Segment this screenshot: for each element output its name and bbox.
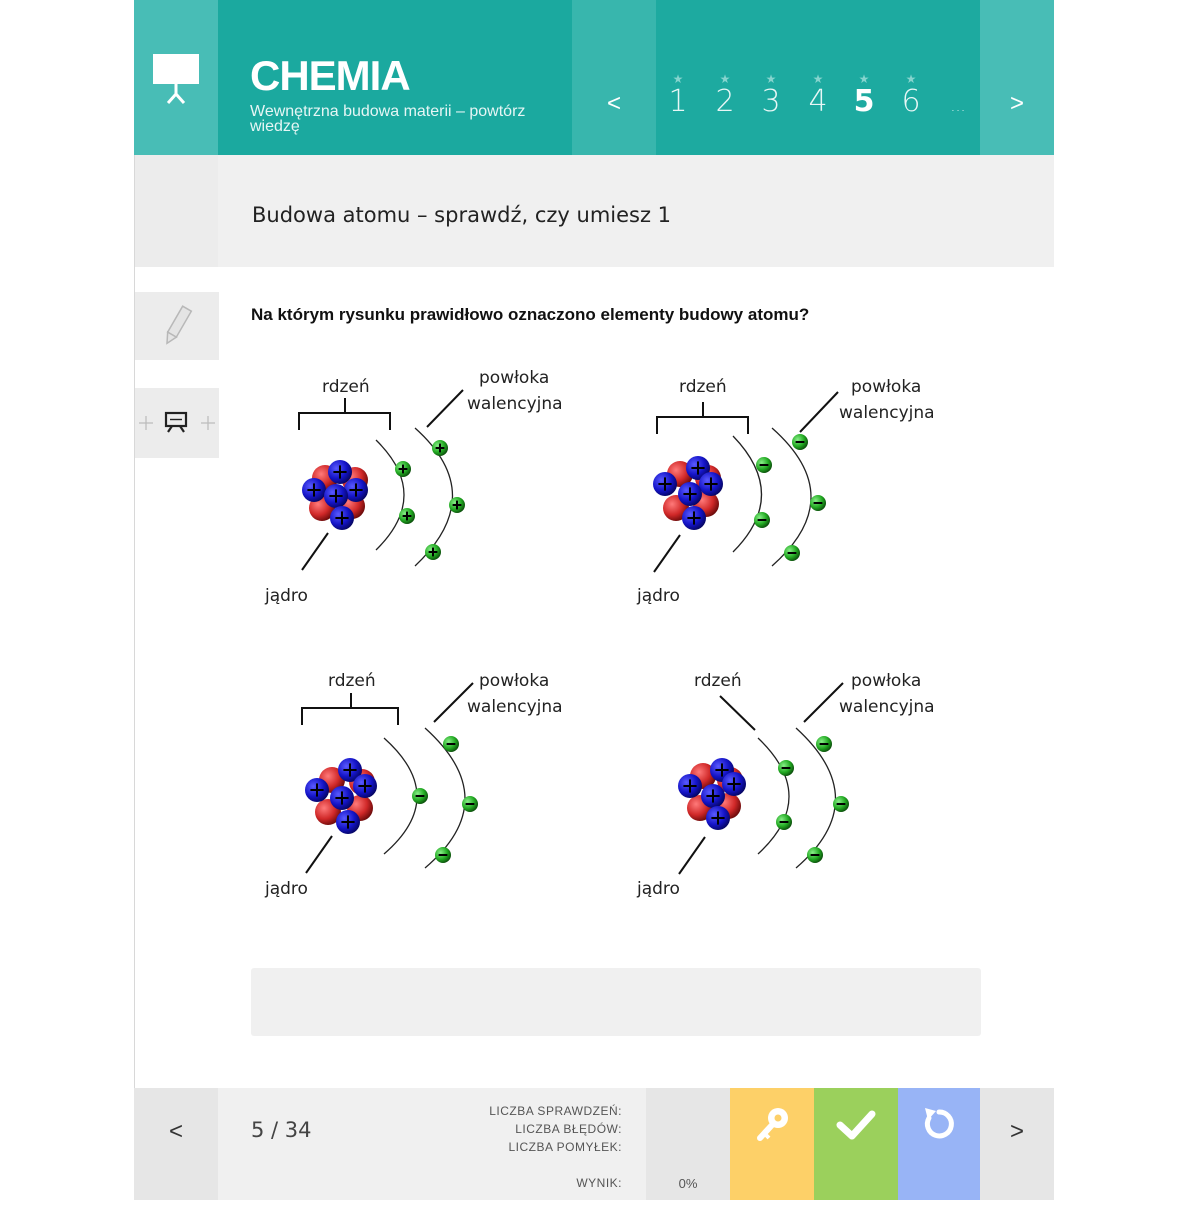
core-pointer <box>719 695 756 731</box>
move-right-icon <box>201 416 215 430</box>
label-shell: powłoka <box>851 671 921 691</box>
footer: < 5 / 34 LICZBA SPRAWDZEŃ: LICZBA BŁĘDÓW… <box>134 1088 1054 1200</box>
key-icon <box>757 1108 788 1141</box>
label-shell-valence: walencyjna <box>839 697 935 717</box>
checks-count-label: LICZBA SPRAWDZEŃ: <box>489 1104 622 1118</box>
electrons <box>395 440 465 560</box>
answer-feedback-box <box>251 968 981 1036</box>
electrons <box>754 434 826 561</box>
figure-4[interactable]: rdzeń powłoka walencyjna jądro <box>636 671 935 899</box>
label-core: rdzeń <box>679 377 727 397</box>
pencil-icon <box>166 305 193 345</box>
chevron-right-icon: > <box>1009 1118 1024 1145</box>
shell-pointer <box>433 682 474 723</box>
label-shell-valence: walencyjna <box>467 697 563 717</box>
shell-pointer <box>799 391 839 433</box>
inner-shell <box>757 737 790 855</box>
label-shell: powłoka <box>479 671 549 691</box>
app-subtitle: Wewnętrzna budowa materii – powtórz wied… <box>250 103 526 135</box>
inner-shell <box>375 439 405 551</box>
reset-icon <box>924 1108 954 1139</box>
label-nucleus: jądro <box>636 879 680 899</box>
star-icon: ★ <box>719 72 731 86</box>
rail-spacer <box>135 155 219 267</box>
move-left-icon <box>139 416 153 430</box>
label-shell: powłoka <box>851 377 921 397</box>
score-column: 0% <box>646 1088 730 1200</box>
label-core: rdzeń <box>322 377 370 397</box>
figure-3[interactable]: rdzeń powłoka walencyjna jądro <box>264 671 563 899</box>
electrons <box>412 736 478 863</box>
figure-1[interactable]: rdzeń powłoka walencyjna jądro <box>264 368 563 606</box>
header-prev-button[interactable]: < <box>572 0 656 155</box>
label-core: rdzeń <box>328 671 376 691</box>
electrons <box>776 736 849 863</box>
show-answer-button[interactable] <box>730 1088 814 1200</box>
page-link-5-active[interactable]: 5 <box>853 84 875 119</box>
figure-2[interactable]: rdzeń powłoka walencyjna jądro <box>636 377 935 606</box>
star-icon: ★ <box>812 72 824 86</box>
nucleus-pointer <box>653 534 681 573</box>
label-shell: powłoka <box>479 368 549 388</box>
next-exercise-button[interactable]: > <box>980 1088 1054 1200</box>
star-icon: ★ <box>765 72 777 86</box>
nucleus-pointer <box>678 836 706 875</box>
page-link-2[interactable]: 2 <box>715 84 735 119</box>
question-text: Na którym rysunku prawidłowo oznaczono e… <box>251 305 810 324</box>
section-title: Budowa atomu – sprawdź, czy umiesz 1 <box>252 203 672 227</box>
star-icon: ★ <box>905 72 917 86</box>
chevron-right-icon: > <box>1009 90 1024 117</box>
inner-shell <box>732 435 762 553</box>
label-nucleus: jądro <box>636 586 680 606</box>
app-title: CHEMIA <box>250 52 411 99</box>
star-icon: ★ <box>858 72 870 86</box>
nucleus-pointer <box>301 532 329 571</box>
page-link-1[interactable]: 1 <box>668 84 688 119</box>
shell-pointer <box>426 389 464 428</box>
prev-exercise-button[interactable]: < <box>134 1088 218 1200</box>
screen-icon <box>164 411 188 433</box>
presentation-icon[interactable] <box>134 0 218 155</box>
label-core: rdzeń <box>694 671 742 691</box>
label-nucleus: jądro <box>264 586 308 606</box>
page-counter: 5 / 34 <box>251 1118 312 1142</box>
header-next-button[interactable]: > <box>980 0 1054 155</box>
core-bracket <box>301 693 399 725</box>
star-icon: ★ <box>672 72 684 86</box>
page-ellipsis[interactable]: ... <box>950 96 966 115</box>
core-bracket <box>656 402 749 434</box>
left-rail <box>134 155 219 1088</box>
core-bracket <box>298 398 391 430</box>
header: CHEMIA Wewnętrzna budowa materii – powtó… <box>134 0 1054 155</box>
check-answer-button[interactable] <box>814 1088 898 1200</box>
score-label: WYNIK: <box>576 1176 622 1190</box>
label-nucleus: jądro <box>264 879 308 899</box>
fullscreen-button[interactable] <box>135 388 219 458</box>
chevron-left-icon: < <box>168 1118 183 1145</box>
errors-count-label: LICZBA BŁĘDÓW: <box>515 1122 622 1136</box>
chevron-left-icon: < <box>606 90 621 117</box>
page-link-4[interactable]: 4 <box>808 84 828 119</box>
label-shell-valence: walencyjna <box>467 394 563 414</box>
title-area: CHEMIA Wewnętrzna budowa materii – powtó… <box>218 0 572 155</box>
checkmark-icon <box>836 1110 876 1140</box>
page-link-6[interactable]: 6 <box>901 84 921 119</box>
mistakes-count-label: LICZBA POMYŁEK: <box>508 1140 622 1154</box>
section-bar: Budowa atomu – sprawdź, czy umiesz 1 <box>218 155 1054 267</box>
particle-signs <box>307 441 846 856</box>
reset-button[interactable] <box>898 1088 980 1200</box>
pencil-button[interactable] <box>135 292 219 360</box>
score-value: 0% <box>678 1176 698 1191</box>
nucleus-pointer <box>305 835 333 874</box>
page-link-3[interactable]: 3 <box>761 84 781 119</box>
shell-pointer <box>803 682 844 723</box>
label-shell-valence: walencyjna <box>839 403 935 423</box>
